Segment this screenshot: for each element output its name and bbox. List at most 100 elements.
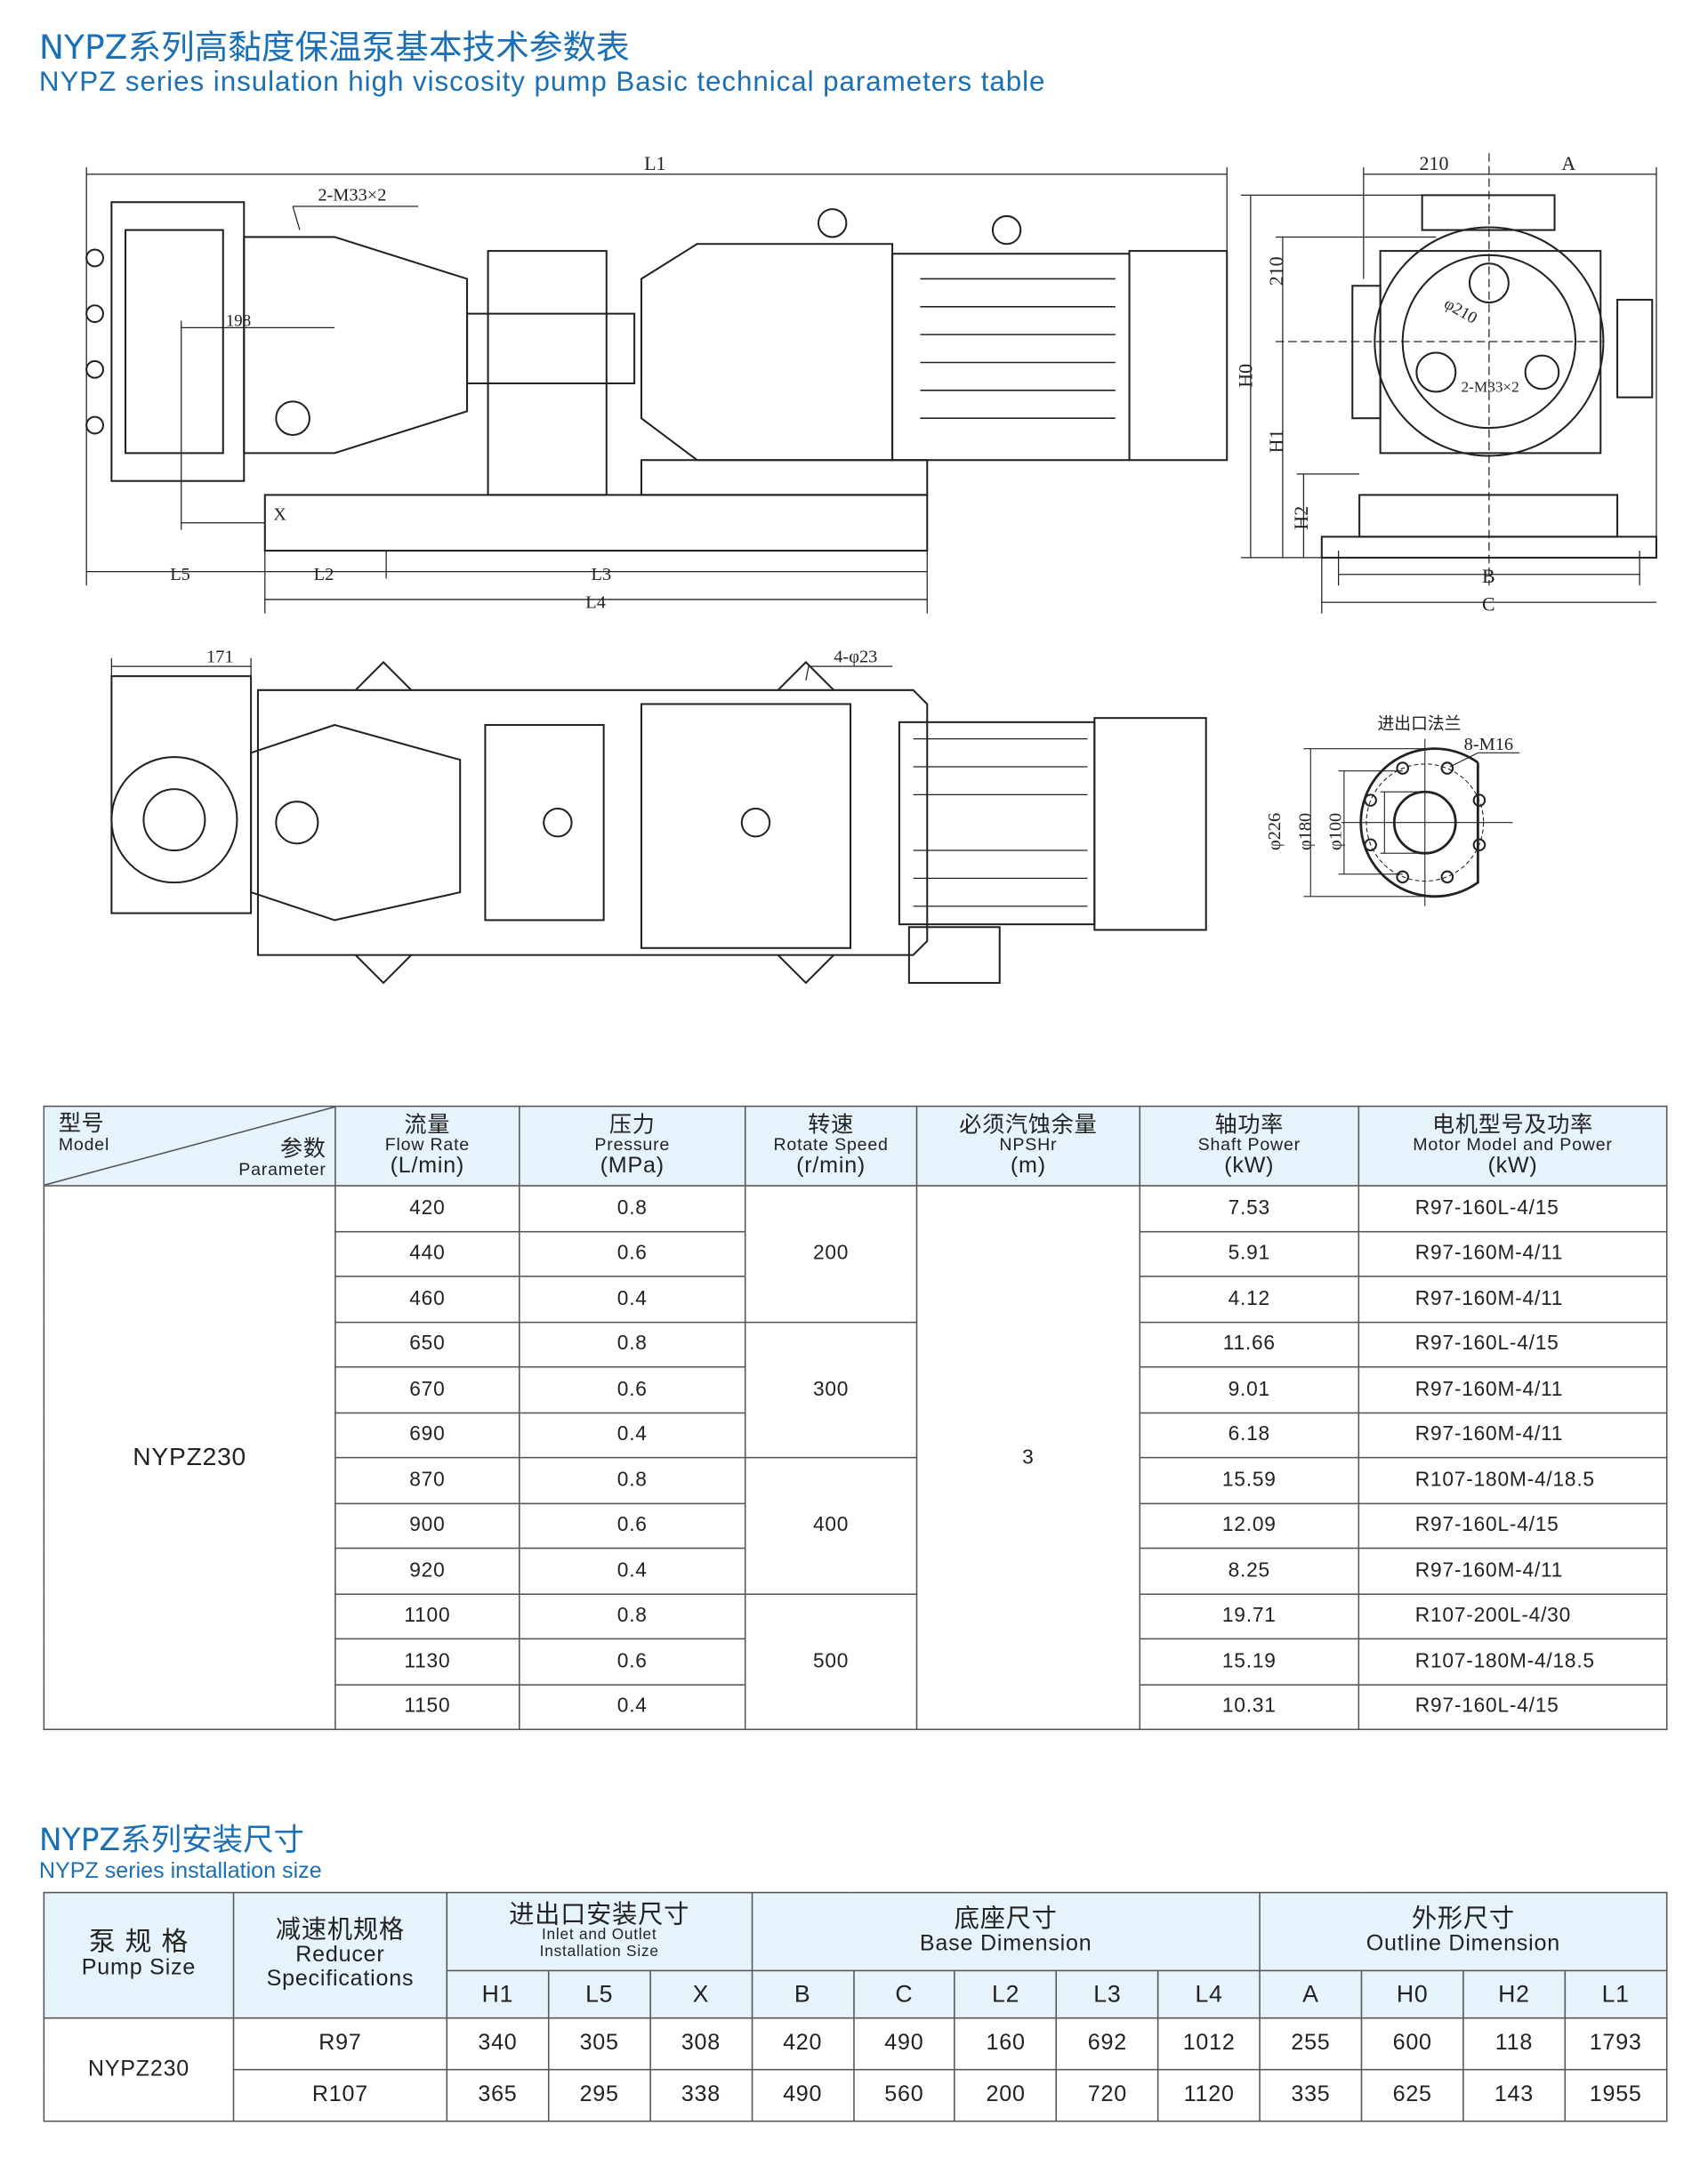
motor-cell: R107-180M-4/18.5 bbox=[1358, 1638, 1668, 1686]
bolt bbox=[85, 415, 104, 435]
dimension-cell: 420 bbox=[751, 2017, 855, 2071]
side-view: L1 2-M33×2 198 X L5 L2 L3 L4 bbox=[85, 152, 1229, 614]
flow-cell: 690 bbox=[334, 1411, 520, 1459]
dim-thread-front: 2-M33×2 bbox=[1462, 378, 1519, 395]
dimension-cell: 490 bbox=[751, 2068, 855, 2122]
header-label: 流量 bbox=[404, 1110, 451, 1138]
header-label: Motor Model and Power bbox=[1413, 1135, 1613, 1155]
dimension-cell: 600 bbox=[1360, 2017, 1464, 2071]
dim-phi226: φ226 bbox=[1265, 813, 1285, 850]
motor-cell: R107-200L-4/30 bbox=[1358, 1592, 1668, 1640]
dim-holes: 4-φ23 bbox=[834, 647, 877, 666]
dim-L5: L5 bbox=[170, 565, 190, 584]
header-label: (kW) bbox=[1487, 1154, 1538, 1178]
motor-cell: R97-160M-4/11 bbox=[1358, 1230, 1668, 1277]
pump-technical-drawing: L1 2-M33×2 198 X L5 L2 L3 L4 210 A 210 H… bbox=[85, 152, 1657, 985]
pressure-cell: 0.6 bbox=[519, 1365, 746, 1413]
speed-cell: 200 bbox=[744, 1185, 918, 1323]
dimension-cell: 1955 bbox=[1564, 2068, 1668, 2122]
reducer-cell: R97 bbox=[232, 2017, 448, 2071]
dim-171: 171 bbox=[206, 647, 234, 666]
mounting-lug bbox=[777, 954, 834, 985]
port bbox=[275, 400, 310, 437]
dim-phi210: φ210 bbox=[1441, 294, 1480, 328]
pressure-cell: 0.4 bbox=[519, 1547, 746, 1595]
coupling-guard-top bbox=[484, 723, 605, 922]
header-label: Pressure bbox=[594, 1135, 671, 1155]
pump-size-cell: NYPZ230 bbox=[43, 2017, 235, 2122]
header-label: (r/min) bbox=[796, 1154, 866, 1178]
dim-H1: H1 bbox=[1265, 430, 1287, 454]
shaft-seal bbox=[275, 801, 319, 845]
header-label: 电机型号及功率 bbox=[1431, 1110, 1594, 1138]
reducer-shaft bbox=[740, 808, 771, 838]
header-col-l5: L5 bbox=[547, 1969, 651, 2019]
flow-cell: 440 bbox=[334, 1230, 520, 1277]
header-label: (kW) bbox=[1224, 1154, 1275, 1178]
motor-cell: R97-160L-4/15 bbox=[1358, 1321, 1668, 1368]
dimension-cell: 305 bbox=[547, 2017, 651, 2071]
dim-L2: L2 bbox=[314, 565, 334, 584]
dim-phi180: φ180 bbox=[1295, 813, 1315, 850]
shaft-power-cell: 7.53 bbox=[1139, 1185, 1360, 1232]
pressure-cell: 0.4 bbox=[519, 1411, 746, 1459]
coupling bbox=[543, 808, 573, 838]
motor-cell: R97-160M-4/11 bbox=[1358, 1547, 1668, 1595]
flow-cell: 650 bbox=[334, 1321, 520, 1368]
base-frame bbox=[263, 494, 929, 552]
top-cover bbox=[1421, 194, 1556, 231]
flow-cell: 1130 bbox=[334, 1638, 520, 1686]
header-label: 泵 规 格 bbox=[88, 1927, 189, 1958]
header-label: Rotate Speed bbox=[773, 1135, 889, 1155]
header-label: Installation Size bbox=[539, 1943, 659, 1961]
dimension-cell: 625 bbox=[1360, 2068, 1464, 2122]
install-title-en: NYPZ series installation size bbox=[38, 1859, 322, 1884]
flow-cell: 1150 bbox=[334, 1683, 520, 1731]
header-label: (MPa) bbox=[600, 1154, 665, 1178]
dim-bolts: 8-M16 bbox=[1464, 735, 1513, 754]
dimension-cell: 308 bbox=[649, 2017, 753, 2071]
header-label: 轴功率 bbox=[1214, 1110, 1285, 1138]
port bbox=[1524, 354, 1560, 391]
npshr-cell: 3 bbox=[915, 1185, 1141, 1731]
inlet-bore bbox=[142, 788, 206, 852]
reducer-cell: R107 bbox=[232, 2068, 448, 2122]
model-label-cn: 型号 bbox=[58, 1109, 105, 1137]
header-col-l3: L3 bbox=[1055, 1969, 1159, 2019]
pump-body bbox=[243, 236, 469, 455]
pressure-cell: 0.6 bbox=[519, 1638, 746, 1686]
shaft-power-cell: 6.18 bbox=[1139, 1411, 1360, 1459]
dim-phi100: φ100 bbox=[1326, 813, 1346, 850]
speed-cell: 500 bbox=[744, 1592, 918, 1731]
dimension-cell: 160 bbox=[954, 2017, 1058, 2071]
mounting-lug bbox=[777, 661, 834, 691]
header-col-h2: H2 bbox=[1462, 1969, 1566, 2019]
header-label: 减速机规格 bbox=[275, 1915, 405, 1945]
shaft-power-cell: 19.71 bbox=[1139, 1592, 1360, 1640]
reducer bbox=[640, 243, 894, 462]
header-label: (m) bbox=[1010, 1154, 1046, 1178]
dimension-cell: 490 bbox=[852, 2017, 956, 2071]
param-label-cn: 参数 bbox=[280, 1134, 326, 1162]
dim-L4: L4 bbox=[585, 592, 606, 612]
header-col-a: A bbox=[1259, 1969, 1363, 2019]
header-label: NPSHr bbox=[999, 1135, 1058, 1155]
param-label-en: Parameter bbox=[238, 1159, 326, 1180]
flange-title: 进出口法兰 bbox=[1377, 714, 1461, 734]
inlet-flange bbox=[110, 756, 238, 884]
motor-cell: R97-160L-4/15 bbox=[1358, 1683, 1668, 1731]
dim-L1: L1 bbox=[644, 152, 665, 174]
dimension-cell: 1120 bbox=[1157, 2068, 1261, 2122]
side-plate bbox=[1351, 285, 1382, 420]
